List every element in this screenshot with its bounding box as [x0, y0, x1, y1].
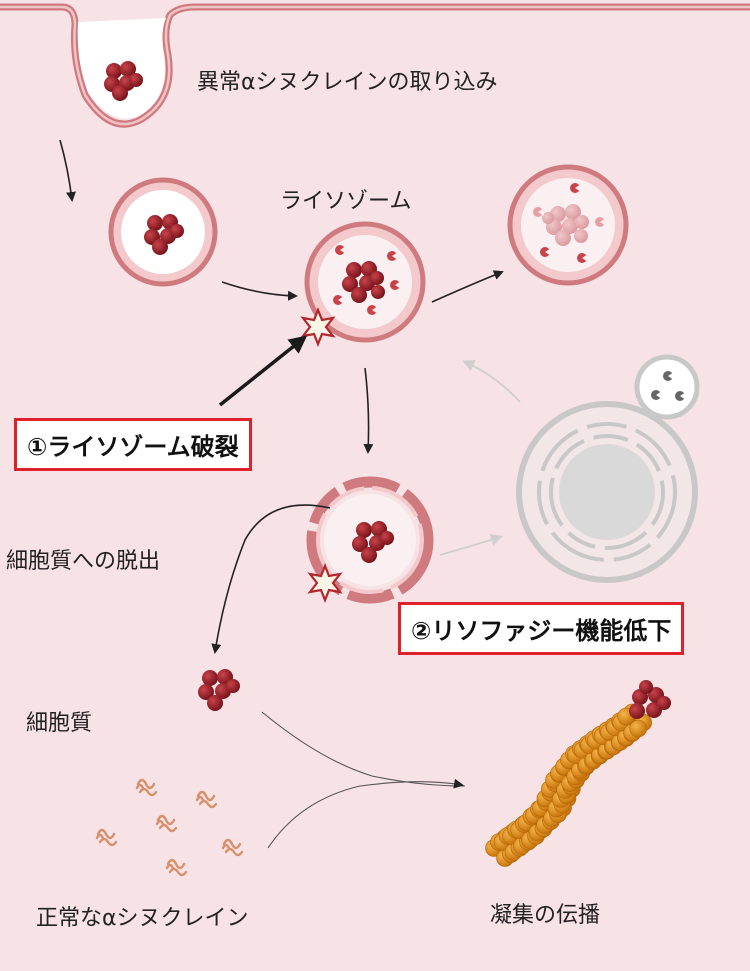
- label-lysosome: ライソゾーム: [280, 189, 412, 214]
- lysosome: [304, 221, 426, 343]
- autophagosome: [516, 354, 700, 583]
- label-cytoplasm: 細胞質: [26, 711, 93, 736]
- box-lysosome-rupture: ①ライソゾーム破裂: [14, 418, 252, 471]
- pathway-arrows: [59, 139, 521, 849]
- fibril-seed-aggregate: [629, 680, 671, 719]
- digesting-lysosome: [507, 164, 629, 286]
- box-lysophagy-decline: ②リソファジー機能低下: [398, 602, 685, 655]
- label-cytoplasm-release: 細胞質への脱出: [6, 549, 161, 574]
- cytoplasm-aggregate: [198, 669, 240, 711]
- propagating-fibril: [485, 703, 653, 867]
- label-uptake: 異常αシヌクレインの取り込み: [197, 70, 498, 95]
- label-normal-synuclein: 正常なαシヌクレイン: [36, 906, 249, 931]
- ruptured-lysosome: [306, 476, 434, 604]
- damage-star-icon-2: [307, 563, 343, 603]
- damage-star-icon: [300, 307, 336, 347]
- endocytosed-aggregate: [104, 61, 143, 101]
- normal-synuclein-monomers: [95, 778, 244, 877]
- label-propagation: 凝集の伝播: [490, 903, 601, 928]
- endosome: [108, 177, 218, 287]
